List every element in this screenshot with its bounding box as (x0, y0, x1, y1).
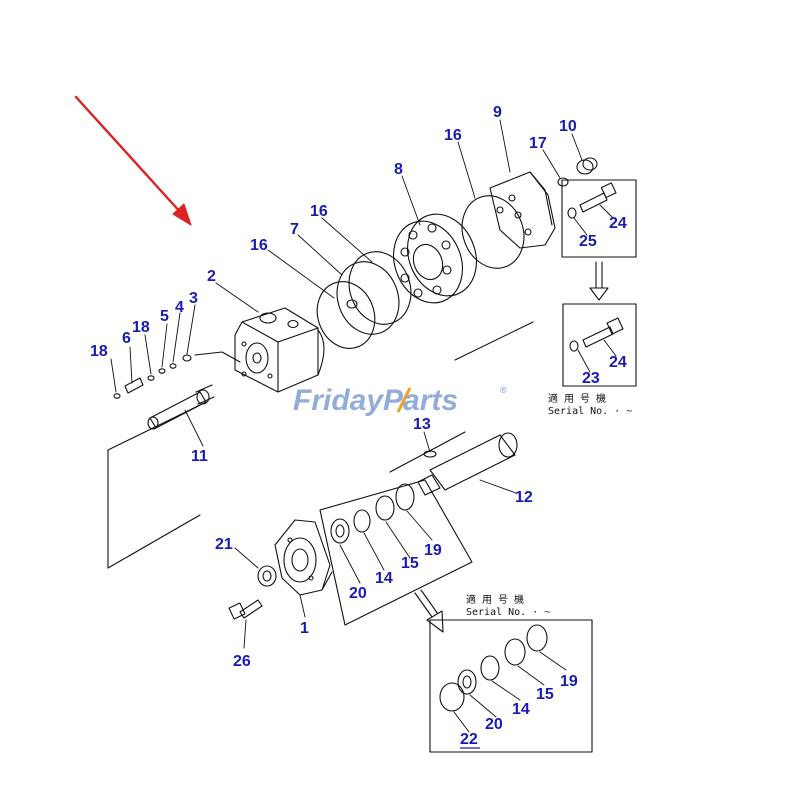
part-labels: 2 18 6 18 5 4 3 16 7 16 8 16 9 17 10 24 … (90, 104, 627, 748)
output-shaft (417, 432, 518, 496)
label-20: 20 (485, 716, 503, 733)
label-7: 7 (290, 221, 299, 238)
washer-21 (257, 565, 277, 587)
label-20: 20 (349, 585, 367, 602)
label-10: 10 (559, 118, 577, 135)
ring-seals (316, 195, 525, 349)
label-14: 14 (375, 570, 393, 587)
detail-box-top (561, 179, 637, 258)
gear-disc (393, 213, 477, 304)
serial-note-bottom: 適 用 号 機 Serial No. · ~ (466, 593, 550, 618)
svg-text:適 用 号 機: 適 用 号 機 (548, 392, 606, 405)
label-18: 18 (132, 319, 150, 336)
svg-text:適 用 号 機: 適 用 号 機 (466, 593, 524, 606)
label-5: 5 (160, 308, 169, 325)
watermark-logo: FridayParts ® (293, 384, 507, 417)
label-16: 16 (310, 203, 328, 220)
detail-box-mid (562, 303, 637, 387)
label-14: 14 (512, 701, 530, 718)
label-16: 16 (250, 237, 268, 254)
label-12: 12 (515, 489, 533, 506)
down-arrow-bottom (414, 589, 444, 633)
label-17: 17 (529, 135, 547, 152)
label-4: 4 (175, 299, 184, 316)
pointer-arrow (74, 95, 192, 226)
label-8: 8 (394, 161, 403, 178)
label-15: 15 (401, 555, 419, 572)
svg-text:®: ® (500, 385, 507, 395)
label-2: 2 (207, 268, 216, 285)
label-11: 11 (191, 448, 208, 465)
label-18: 18 (90, 343, 108, 360)
label-24: 24 (609, 215, 627, 232)
label-16: 16 (444, 127, 462, 144)
guide-lines (107, 321, 534, 569)
label-24: 24 (609, 354, 627, 371)
label-3: 3 (189, 290, 198, 307)
housing-block (234, 307, 325, 393)
label-21: 21 (215, 536, 233, 553)
label-26: 26 (233, 653, 251, 670)
label-15: 15 (536, 686, 554, 703)
spline-shaft (147, 384, 215, 430)
svg-text:Serial No. · ~: Serial No. · ~ (548, 406, 632, 417)
label-19: 19 (424, 542, 442, 559)
plug-10 (576, 157, 598, 175)
label-23: 23 (582, 370, 600, 387)
svg-text:Serial No. · ~: Serial No. · ~ (466, 607, 550, 618)
serial-note-right: 適 用 号 機 Serial No. · ~ (548, 392, 632, 417)
flange-housing (274, 519, 333, 596)
detail-box-bottom (429, 619, 593, 753)
label-13: 13 (413, 416, 431, 433)
label-9: 9 (493, 104, 502, 121)
label-1: 1 (300, 620, 309, 637)
down-arrow-top (589, 261, 609, 301)
label-19: 19 (560, 673, 578, 690)
label-25: 25 (579, 233, 597, 250)
o-ring-17 (557, 177, 569, 187)
seal-kit-box (319, 479, 473, 626)
svg-text:FridayParts: FridayParts (293, 384, 458, 417)
label-6: 6 (122, 330, 131, 347)
bolt-26 (228, 599, 263, 620)
leader-lines (110, 119, 617, 733)
end-cover (489, 171, 556, 249)
label-22: 22 (460, 731, 478, 748)
small-pins (113, 354, 192, 399)
